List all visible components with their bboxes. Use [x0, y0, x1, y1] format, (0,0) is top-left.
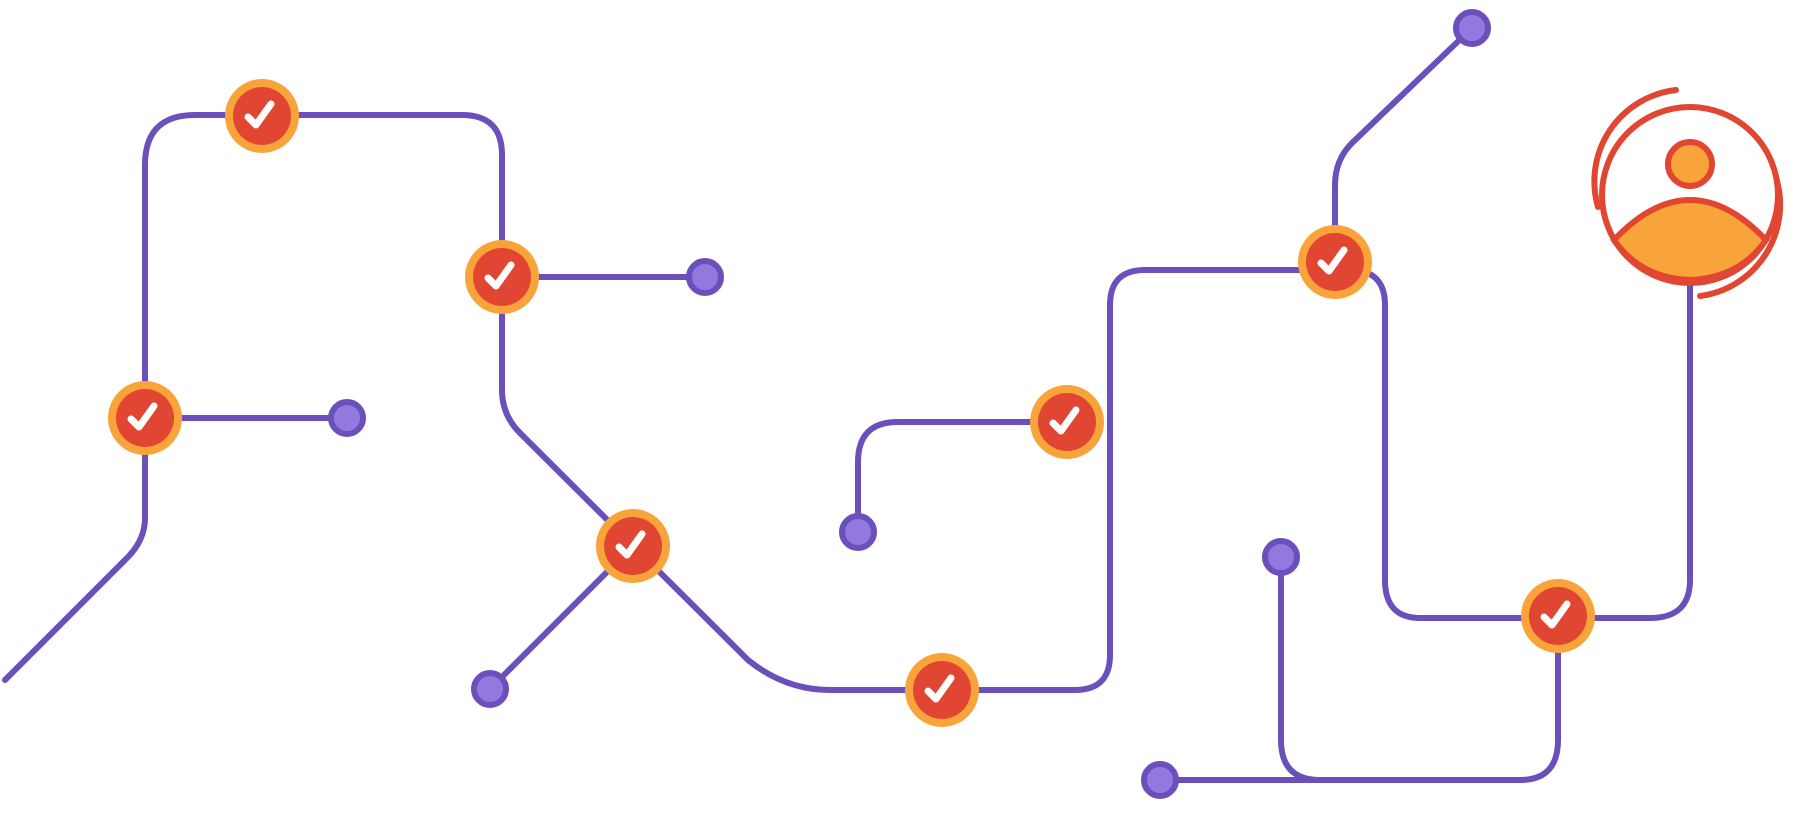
branch-line	[1332, 25, 1475, 265]
checkpoint-node	[1298, 225, 1372, 299]
checkpoint-node	[905, 653, 979, 727]
main-route	[2, 112, 1693, 693]
endpoint-dot-icon	[328, 399, 366, 437]
endpoint-dot-icon	[1262, 538, 1300, 576]
branch-line	[1278, 554, 1323, 783]
endpoint-dot-icon	[471, 670, 509, 708]
check-icon	[615, 530, 646, 559]
check-icon	[484, 261, 515, 290]
checkpoint-node	[108, 381, 182, 455]
checkpoint-node	[465, 240, 539, 314]
endpoint-dot-icon	[1141, 761, 1179, 799]
checkpoint-node	[596, 509, 670, 583]
endpoint-dot-icon	[1453, 9, 1491, 47]
checkpoint-node	[1030, 385, 1104, 459]
check-icon	[1317, 246, 1348, 275]
check-icon	[244, 100, 275, 129]
endpoint-dot-icon	[686, 258, 724, 296]
check-icon	[924, 674, 955, 703]
branch-line	[1157, 613, 1561, 783]
check-icon	[127, 402, 158, 431]
check-icon	[1540, 600, 1571, 629]
check-icon	[1049, 406, 1080, 435]
checkpoint-node	[1521, 579, 1595, 653]
user-icon	[1591, 87, 1784, 299]
endpoint-dot-icon	[839, 513, 877, 551]
checkpoint-node	[225, 79, 299, 153]
branch-line	[855, 419, 1070, 535]
